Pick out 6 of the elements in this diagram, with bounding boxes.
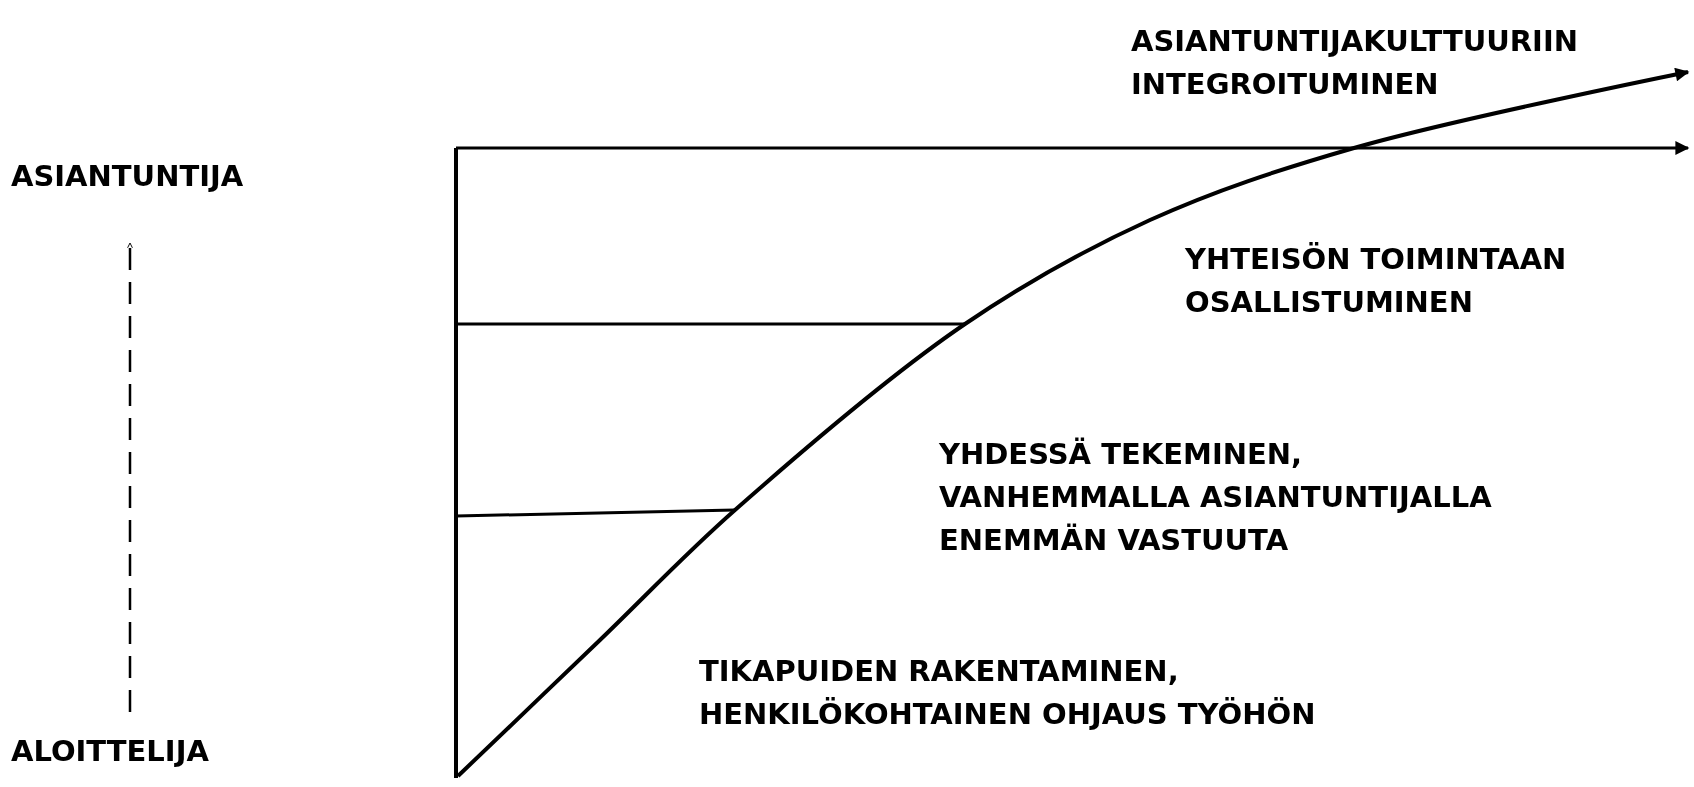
stage-label: YHTEISÖN TOIMINTAAN OSALLISTUMINEN — [1185, 241, 1567, 321]
level-label: ALOITTELIJA — [11, 730, 209, 773]
stage-label: ASIANTUNTIJAKULTTUURIIN INTEGROITUMINEN — [1131, 23, 1578, 103]
level-label: ASIANTUNTIJA — [11, 155, 244, 198]
stage-label: YHDESSÄ TEKEMINEN, VANHEMMALLA ASIANTUNTIJALLA ENEMMÄN VASTUUTA — [939, 436, 1492, 559]
stage-label: TIKAPUIDEN RAKENTAMINEN, HENKILÖKOHTAINEN OHJAUS TYÖHÖN — [699, 653, 1316, 733]
